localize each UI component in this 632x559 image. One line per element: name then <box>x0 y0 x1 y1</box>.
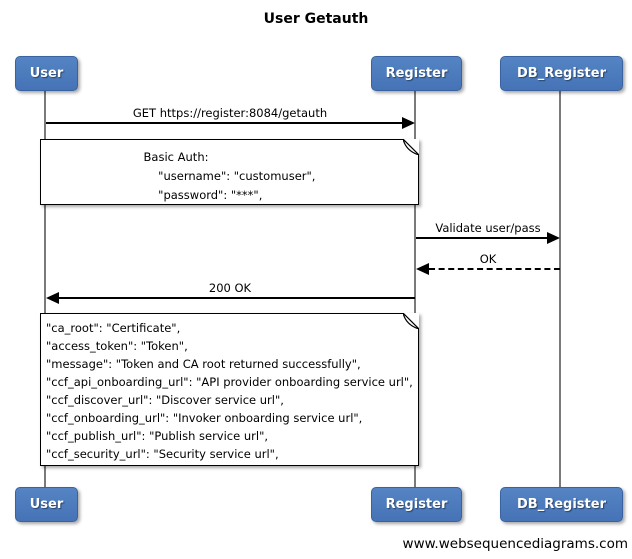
arrowhead-left-icon <box>46 292 59 304</box>
message-validate-line <box>416 237 547 239</box>
note-line: "ccf_api_onboarding_url": "API provider … <box>46 375 413 389</box>
actor-register-top: Register <box>371 56 462 91</box>
note-fold-icon <box>403 313 419 329</box>
note-basic-auth: Basic Auth: "username": "customuser", "p… <box>40 139 419 205</box>
note-line: "message": "Token and CA root returned s… <box>46 357 361 371</box>
actor-user-label: User <box>29 497 64 512</box>
message-200ok-label: 200 OK <box>208 281 252 295</box>
message-ok-label: OK <box>479 252 497 266</box>
note-line: Basic Auth: <box>143 150 209 164</box>
actor-register-bottom: Register <box>371 487 462 522</box>
actor-user-label: User <box>29 66 64 81</box>
message-get-getauth-line <box>46 122 402 124</box>
note-line: "ccf_security_url": "Security service ur… <box>46 447 279 461</box>
actor-db-register-label: DB_Register <box>517 66 606 81</box>
note-token-response: "ca_root": "Certificate", "access_token"… <box>40 313 419 466</box>
arrowhead-right-icon <box>547 232 560 244</box>
lifeline-register <box>414 90 416 488</box>
note-line: "ca_root": "Certificate", <box>46 321 181 335</box>
note-line: "password": "***", <box>143 188 263 202</box>
actor-db-register-label: DB_Register <box>517 497 606 512</box>
actor-user-bottom: User <box>15 487 78 522</box>
message-validate-label: Validate user/pass <box>435 221 541 235</box>
note-basic-auth-text: Basic Auth: "username": "customuser", "p… <box>144 148 316 205</box>
lifeline-user <box>44 90 46 488</box>
note-line: "ccf_publish_url": "Publish service url"… <box>46 429 269 443</box>
arrowhead-right-icon <box>402 117 415 129</box>
note-line: "access_token": "Token", <box>46 339 188 353</box>
arrowhead-left-icon <box>416 263 429 275</box>
lifeline-db-register <box>559 90 561 488</box>
note-line: "ccf_discover_url": "Discover service ur… <box>46 393 284 407</box>
actor-register-label: Register <box>385 497 448 512</box>
actor-register-label: Register <box>385 66 448 81</box>
actor-user-top: User <box>15 56 78 91</box>
note-fold-icon <box>403 139 419 155</box>
diagram-title: User Getauth <box>263 11 369 27</box>
message-200ok-line <box>59 297 415 299</box>
note-line: "ccf_onboarding_url": "Invoker onboardin… <box>46 411 363 425</box>
actor-db-register-top: DB_Register <box>500 56 623 91</box>
watermark: www.websequencediagrams.com <box>402 536 628 552</box>
message-ok-line <box>429 268 560 270</box>
message-get-getauth-label: GET https://register:8084/getauth <box>132 106 328 120</box>
note-line: "username": "customuser", <box>143 169 316 183</box>
actor-db-register-bottom: DB_Register <box>500 487 623 522</box>
